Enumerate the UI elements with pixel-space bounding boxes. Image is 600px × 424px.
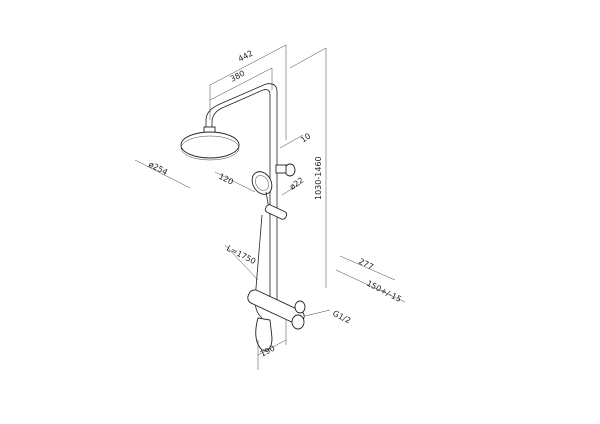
- hand-shower: [251, 171, 273, 216]
- dim-top-offset: 10: [299, 131, 313, 144]
- slider-holder: [264, 204, 288, 220]
- dim-rail-diameter: ø22: [288, 176, 306, 192]
- dim-hand-shower: 120: [217, 172, 235, 187]
- dim-wall-depth: 277: [357, 257, 375, 272]
- head-shower: [180, 126, 240, 161]
- rail-connector: [275, 163, 296, 177]
- dim-head-diameter: ø254: [147, 160, 169, 177]
- thermostatic-mixer: [247, 289, 306, 351]
- dimension-lines: [134, 44, 406, 370]
- dim-connection: G1/2: [331, 309, 352, 326]
- dim-height-range: 1030-1460: [314, 156, 323, 200]
- dim-inlet-spacing: 150+/-15: [365, 279, 403, 304]
- shower-arm: [205, 83, 278, 128]
- riser-pipe: [269, 92, 278, 310]
- dim-arm-outer: 442: [237, 49, 255, 64]
- dim-arm-inner: 380: [229, 69, 247, 84]
- dim-hose-length: L=1750: [225, 244, 257, 266]
